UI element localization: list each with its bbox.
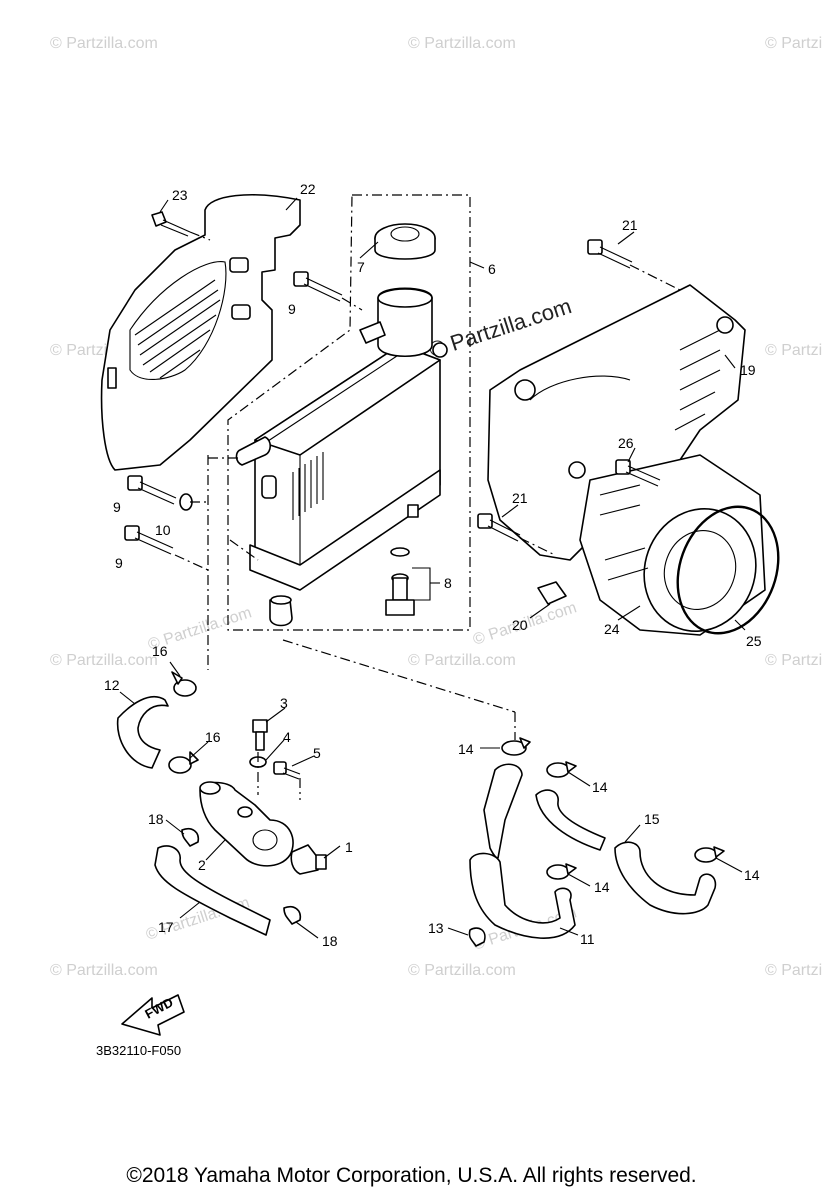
callout-26: 26 [618, 435, 634, 451]
watermark: © Partzilla.com [408, 35, 516, 52]
callout-14-c: 14 [594, 879, 610, 895]
fan-housing [579, 454, 766, 636]
bolt-21-lower [477, 513, 521, 542]
radiator-assembly-outline [227, 194, 471, 631]
radiator [235, 287, 448, 627]
bolt-9-middle [127, 475, 177, 505]
callout-7: 7 [357, 259, 365, 275]
watermark: © Partzilla.com [50, 35, 158, 52]
diagram-code: 3B32110-F050 [96, 1043, 181, 1058]
hose-11 [469, 763, 576, 939]
hose-12 [116, 695, 169, 769]
clamp-18-upper [181, 827, 200, 847]
clamp-13 [468, 927, 486, 947]
callout-3: 3 [280, 695, 288, 711]
callout-9-upper: 9 [288, 301, 296, 317]
callout-22: 22 [300, 181, 316, 197]
callouts: 1 2 3 4 5 6 7 8 9 9 9 10 11 12 13 14 14 … [104, 181, 762, 949]
callout-8: 8 [444, 575, 452, 591]
watermark: © Partzilla.com [765, 962, 823, 979]
fwd-arrow: FWD [121, 994, 185, 1036]
drain-bolt-8 [385, 547, 415, 616]
callout-24: 24 [604, 621, 620, 637]
watermark: © Partzilla.com [50, 652, 158, 669]
callout-5: 5 [313, 745, 321, 761]
screw-5 [273, 761, 301, 780]
clamp-14-c [546, 863, 577, 880]
seal-ring [676, 505, 780, 635]
callout-23: 23 [172, 187, 188, 203]
bolt-26 [615, 459, 661, 487]
callout-18-lower: 18 [322, 933, 338, 949]
callout-16-upper: 16 [152, 643, 168, 659]
shroud [487, 284, 746, 561]
bolt-9-upper [293, 271, 343, 302]
clamp-16-lower [168, 751, 199, 774]
callout-25: 25 [746, 633, 762, 649]
sensor-1 [290, 844, 327, 875]
callout-12: 12 [104, 677, 120, 693]
watermark: © Partzilla.com [765, 35, 823, 52]
thermostat-housing [199, 781, 294, 867]
hose-15 [535, 789, 717, 915]
copyright-notice: ©2018 Yamaha Motor Corporation, U.S.A. A… [126, 1164, 697, 1187]
callout-2: 2 [198, 857, 206, 873]
bolt-21-upper [587, 239, 633, 269]
clamp-16-upper [171, 671, 197, 697]
watermark: © Partzilla.com [50, 962, 158, 979]
clamp-18-lower [283, 905, 302, 925]
callout-13: 13 [428, 920, 444, 936]
radiator-fins [292, 452, 324, 520]
callout-18-upper: 18 [148, 811, 164, 827]
callout-9-middle: 9 [113, 499, 121, 515]
callout-15: 15 [644, 811, 660, 827]
callout-1: 1 [345, 839, 353, 855]
callout-21-upper: 21 [622, 217, 638, 233]
callout-16-lower: 16 [205, 729, 221, 745]
clamp-14-b [546, 761, 577, 778]
watermark-main: © Partzilla.com [426, 293, 575, 363]
damper-20 [537, 581, 567, 605]
clamp-14-a [501, 737, 531, 756]
radiator-cover [100, 194, 301, 471]
callout-20: 20 [512, 617, 528, 633]
bolt-9-lower [124, 525, 174, 555]
bolt-23 [151, 211, 191, 237]
watermark: © Partzilla.com [408, 962, 516, 979]
callout-4: 4 [283, 729, 291, 745]
watermark: © Partzilla.com [765, 342, 823, 359]
callout-6: 6 [488, 261, 496, 277]
callout-19: 19 [740, 362, 756, 378]
bolt-3 [252, 719, 268, 751]
callout-14-d: 14 [744, 867, 760, 883]
watermark: © Partzilla.com [408, 652, 516, 669]
callout-9-lower: 9 [115, 555, 123, 571]
radiator-cap [374, 223, 436, 260]
callout-14-a: 14 [458, 741, 474, 757]
callout-17: 17 [158, 919, 174, 935]
hose-17 [154, 845, 271, 936]
callout-10: 10 [155, 522, 171, 538]
watermark: © Partzilla.com [765, 652, 823, 669]
callout-14-b: 14 [592, 779, 608, 795]
leader-lines [119, 197, 746, 939]
callout-11: 11 [580, 931, 595, 947]
callout-21-lower: 21 [512, 490, 528, 506]
clamp-14-d [694, 846, 725, 863]
